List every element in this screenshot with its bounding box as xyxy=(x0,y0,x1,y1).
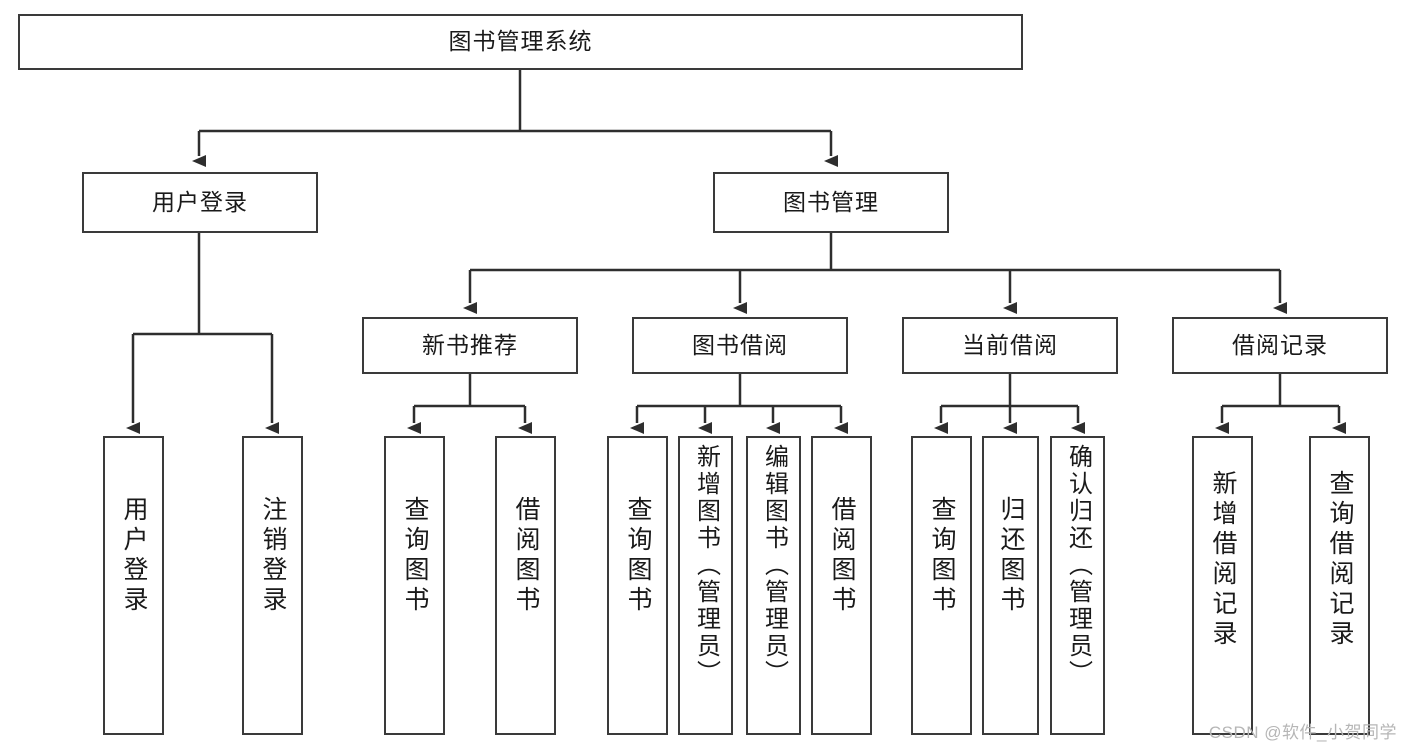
leaf-query-book-2[interactable]: 查询图书 xyxy=(607,436,668,735)
node-label: 查询图书 xyxy=(928,496,956,616)
leaf-confirm-return-admin[interactable]: 确认归还（管理员） xyxy=(1050,436,1105,735)
node-label: 图书管理系统 xyxy=(448,28,593,55)
node-label: 查询图书 xyxy=(401,496,429,616)
leaf-borrow-book-2[interactable]: 借阅图书 xyxy=(811,436,872,735)
node-label: 借阅图书 xyxy=(828,496,856,616)
csdn-watermark: CSDN @软件_小贺同学 xyxy=(1208,723,1397,742)
leaf-edit-book-admin[interactable]: 编辑图书（管理员） xyxy=(746,436,801,735)
node-label: 用户登录 xyxy=(152,188,248,215)
leaf-add-book-admin[interactable]: 新增图书（管理员） xyxy=(678,436,733,735)
node-label: 新增图书（管理员） xyxy=(692,444,720,687)
node-label: 编辑图书（管理员） xyxy=(760,444,788,687)
node-book-borrow[interactable]: 图书借阅 xyxy=(632,317,848,374)
node-label: 当前借阅 xyxy=(962,331,1058,358)
node-label: 图书借阅 xyxy=(692,331,788,358)
node-label: 用户登录 xyxy=(120,496,148,616)
leaf-query-book-3[interactable]: 查询图书 xyxy=(911,436,972,735)
node-user-login[interactable]: 用户登录 xyxy=(82,172,318,233)
node-label: 查询借阅记录 xyxy=(1326,470,1354,650)
node-label: 注销登录 xyxy=(259,496,287,616)
leaf-user-login[interactable]: 用户登录 xyxy=(103,436,164,735)
node-borrow-record[interactable]: 借阅记录 xyxy=(1172,317,1388,374)
node-label: 归还图书 xyxy=(997,496,1025,616)
leaf-logout-login[interactable]: 注销登录 xyxy=(242,436,303,735)
node-label: 图书管理 xyxy=(783,188,879,215)
node-label: 查询图书 xyxy=(624,496,652,616)
leaf-return-book[interactable]: 归还图书 xyxy=(982,436,1039,735)
leaf-query-book-1[interactable]: 查询图书 xyxy=(384,436,445,735)
node-label: 新增借阅记录 xyxy=(1209,470,1237,650)
leaf-query-borrow-record[interactable]: 查询借阅记录 xyxy=(1309,436,1370,735)
node-current-borrow[interactable]: 当前借阅 xyxy=(902,317,1118,374)
node-root-system[interactable]: 图书管理系统 xyxy=(18,14,1023,70)
node-book-manage[interactable]: 图书管理 xyxy=(713,172,949,233)
node-label: 借阅图书 xyxy=(512,496,540,616)
leaf-borrow-book-1[interactable]: 借阅图书 xyxy=(495,436,556,735)
node-label: 借阅记录 xyxy=(1232,331,1328,358)
node-new-book-recommend[interactable]: 新书推荐 xyxy=(362,317,578,374)
node-label: 新书推荐 xyxy=(422,331,518,358)
node-label: 确认归还（管理员） xyxy=(1064,444,1092,687)
leaf-add-borrow-record[interactable]: 新增借阅记录 xyxy=(1192,436,1253,735)
